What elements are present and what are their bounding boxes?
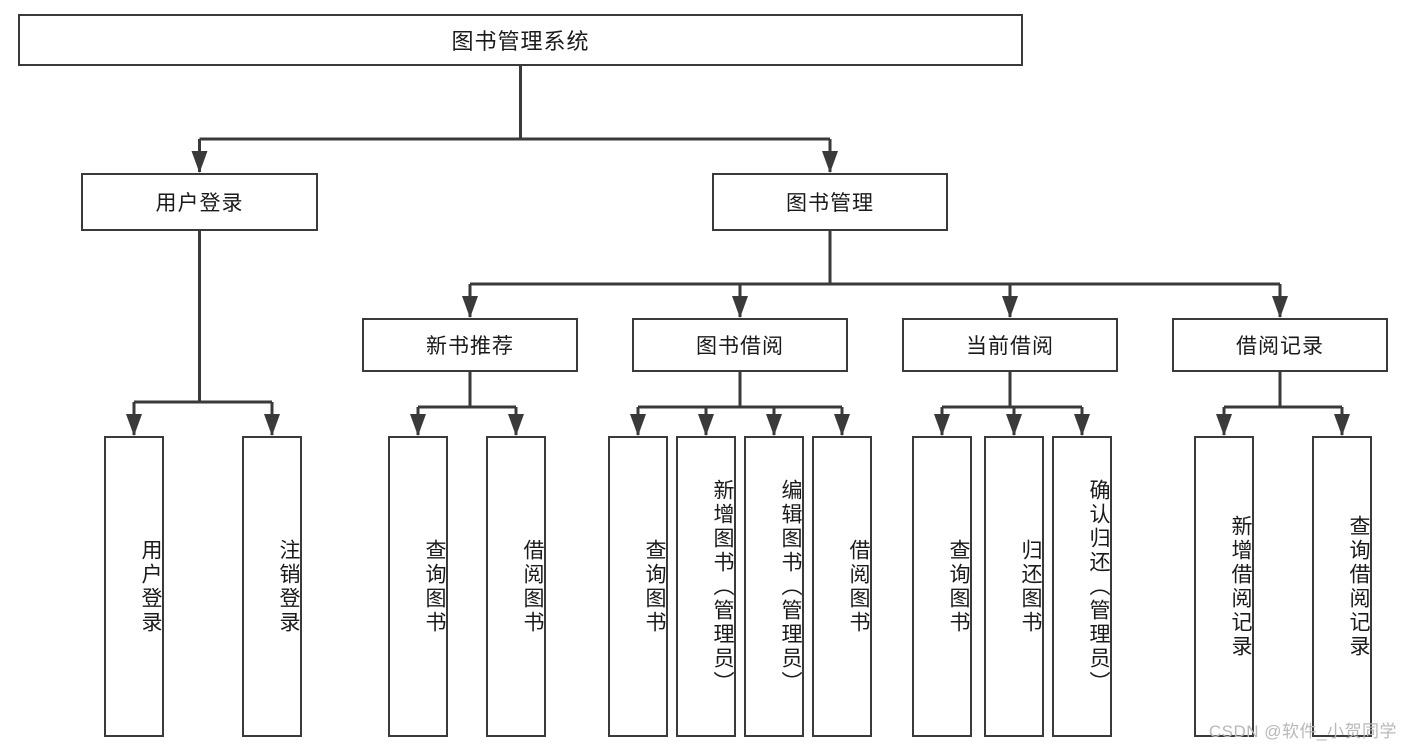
node-book-manage-label: 图书管理 <box>786 192 874 215</box>
node-current-borrow[interactable]: 当前借阅 <box>902 318 1118 372</box>
node-leaf-logout-label: 注销登录 <box>277 538 300 635</box>
node-leaf-borrow-book-2[interactable]: 借阅图书 <box>812 436 872 737</box>
node-leaf-borrow-book-1[interactable]: 借阅图书 <box>486 436 546 737</box>
node-leaf-add-book-label: 新增图书（管理员） <box>711 478 734 695</box>
node-leaf-edit-book-label: 编辑图书（管理员） <box>779 478 802 695</box>
node-borrow-record-label: 借阅记录 <box>1236 335 1324 358</box>
node-leaf-return-book[interactable]: 归还图书 <box>984 436 1044 737</box>
node-leaf-add-record[interactable]: 新增借阅记录 <box>1194 436 1254 737</box>
node-leaf-query-book-1-label: 查询图书 <box>423 538 446 635</box>
node-leaf-query-book-3[interactable]: 查询图书 <box>912 436 972 737</box>
node-leaf-query-record-label: 查询借阅记录 <box>1347 514 1370 659</box>
node-leaf-query-book-1[interactable]: 查询图书 <box>388 436 448 737</box>
node-borrow-record[interactable]: 借阅记录 <box>1172 318 1388 372</box>
node-leaf-add-book[interactable]: 新增图书（管理员） <box>676 436 736 737</box>
node-leaf-confirm-return-label: 确认归还（管理员） <box>1087 478 1110 695</box>
node-leaf-query-book-3-label: 查询图书 <box>947 538 970 635</box>
node-root-label: 图书管理系统 <box>451 29 590 54</box>
node-current-borrow-label: 当前借阅 <box>966 335 1054 358</box>
node-leaf-return-book-label: 归还图书 <box>1019 538 1042 635</box>
csdn-watermark: CSDN @软件_小贺同学 <box>1208 722 1397 741</box>
node-user-login[interactable]: 用户登录 <box>81 173 318 231</box>
node-leaf-borrow-book-2-label: 借阅图书 <box>847 538 870 635</box>
node-book-borrow-label: 图书借阅 <box>696 335 784 358</box>
node-leaf-user-login[interactable]: 用户登录 <box>104 436 164 737</box>
node-leaf-add-record-label: 新增借阅记录 <box>1229 514 1252 659</box>
node-user-login-label: 用户登录 <box>155 192 244 215</box>
node-leaf-query-record[interactable]: 查询借阅记录 <box>1312 436 1372 737</box>
node-leaf-logout[interactable]: 注销登录 <box>242 436 302 737</box>
node-leaf-confirm-return[interactable]: 确认归还（管理员） <box>1052 436 1112 737</box>
node-book-borrow[interactable]: 图书借阅 <box>632 318 848 372</box>
node-new-book-recommend-label: 新书推荐 <box>426 335 514 358</box>
node-leaf-edit-book[interactable]: 编辑图书（管理员） <box>744 436 804 737</box>
node-root[interactable]: 图书管理系统 <box>18 14 1023 66</box>
node-leaf-borrow-book-1-label: 借阅图书 <box>521 538 544 635</box>
node-leaf-query-book-2[interactable]: 查询图书 <box>608 436 668 737</box>
node-new-book-recommend[interactable]: 新书推荐 <box>362 318 578 372</box>
node-leaf-query-book-2-label: 查询图书 <box>643 538 666 635</box>
node-book-manage[interactable]: 图书管理 <box>712 173 948 231</box>
node-leaf-user-login-label: 用户登录 <box>139 538 162 635</box>
